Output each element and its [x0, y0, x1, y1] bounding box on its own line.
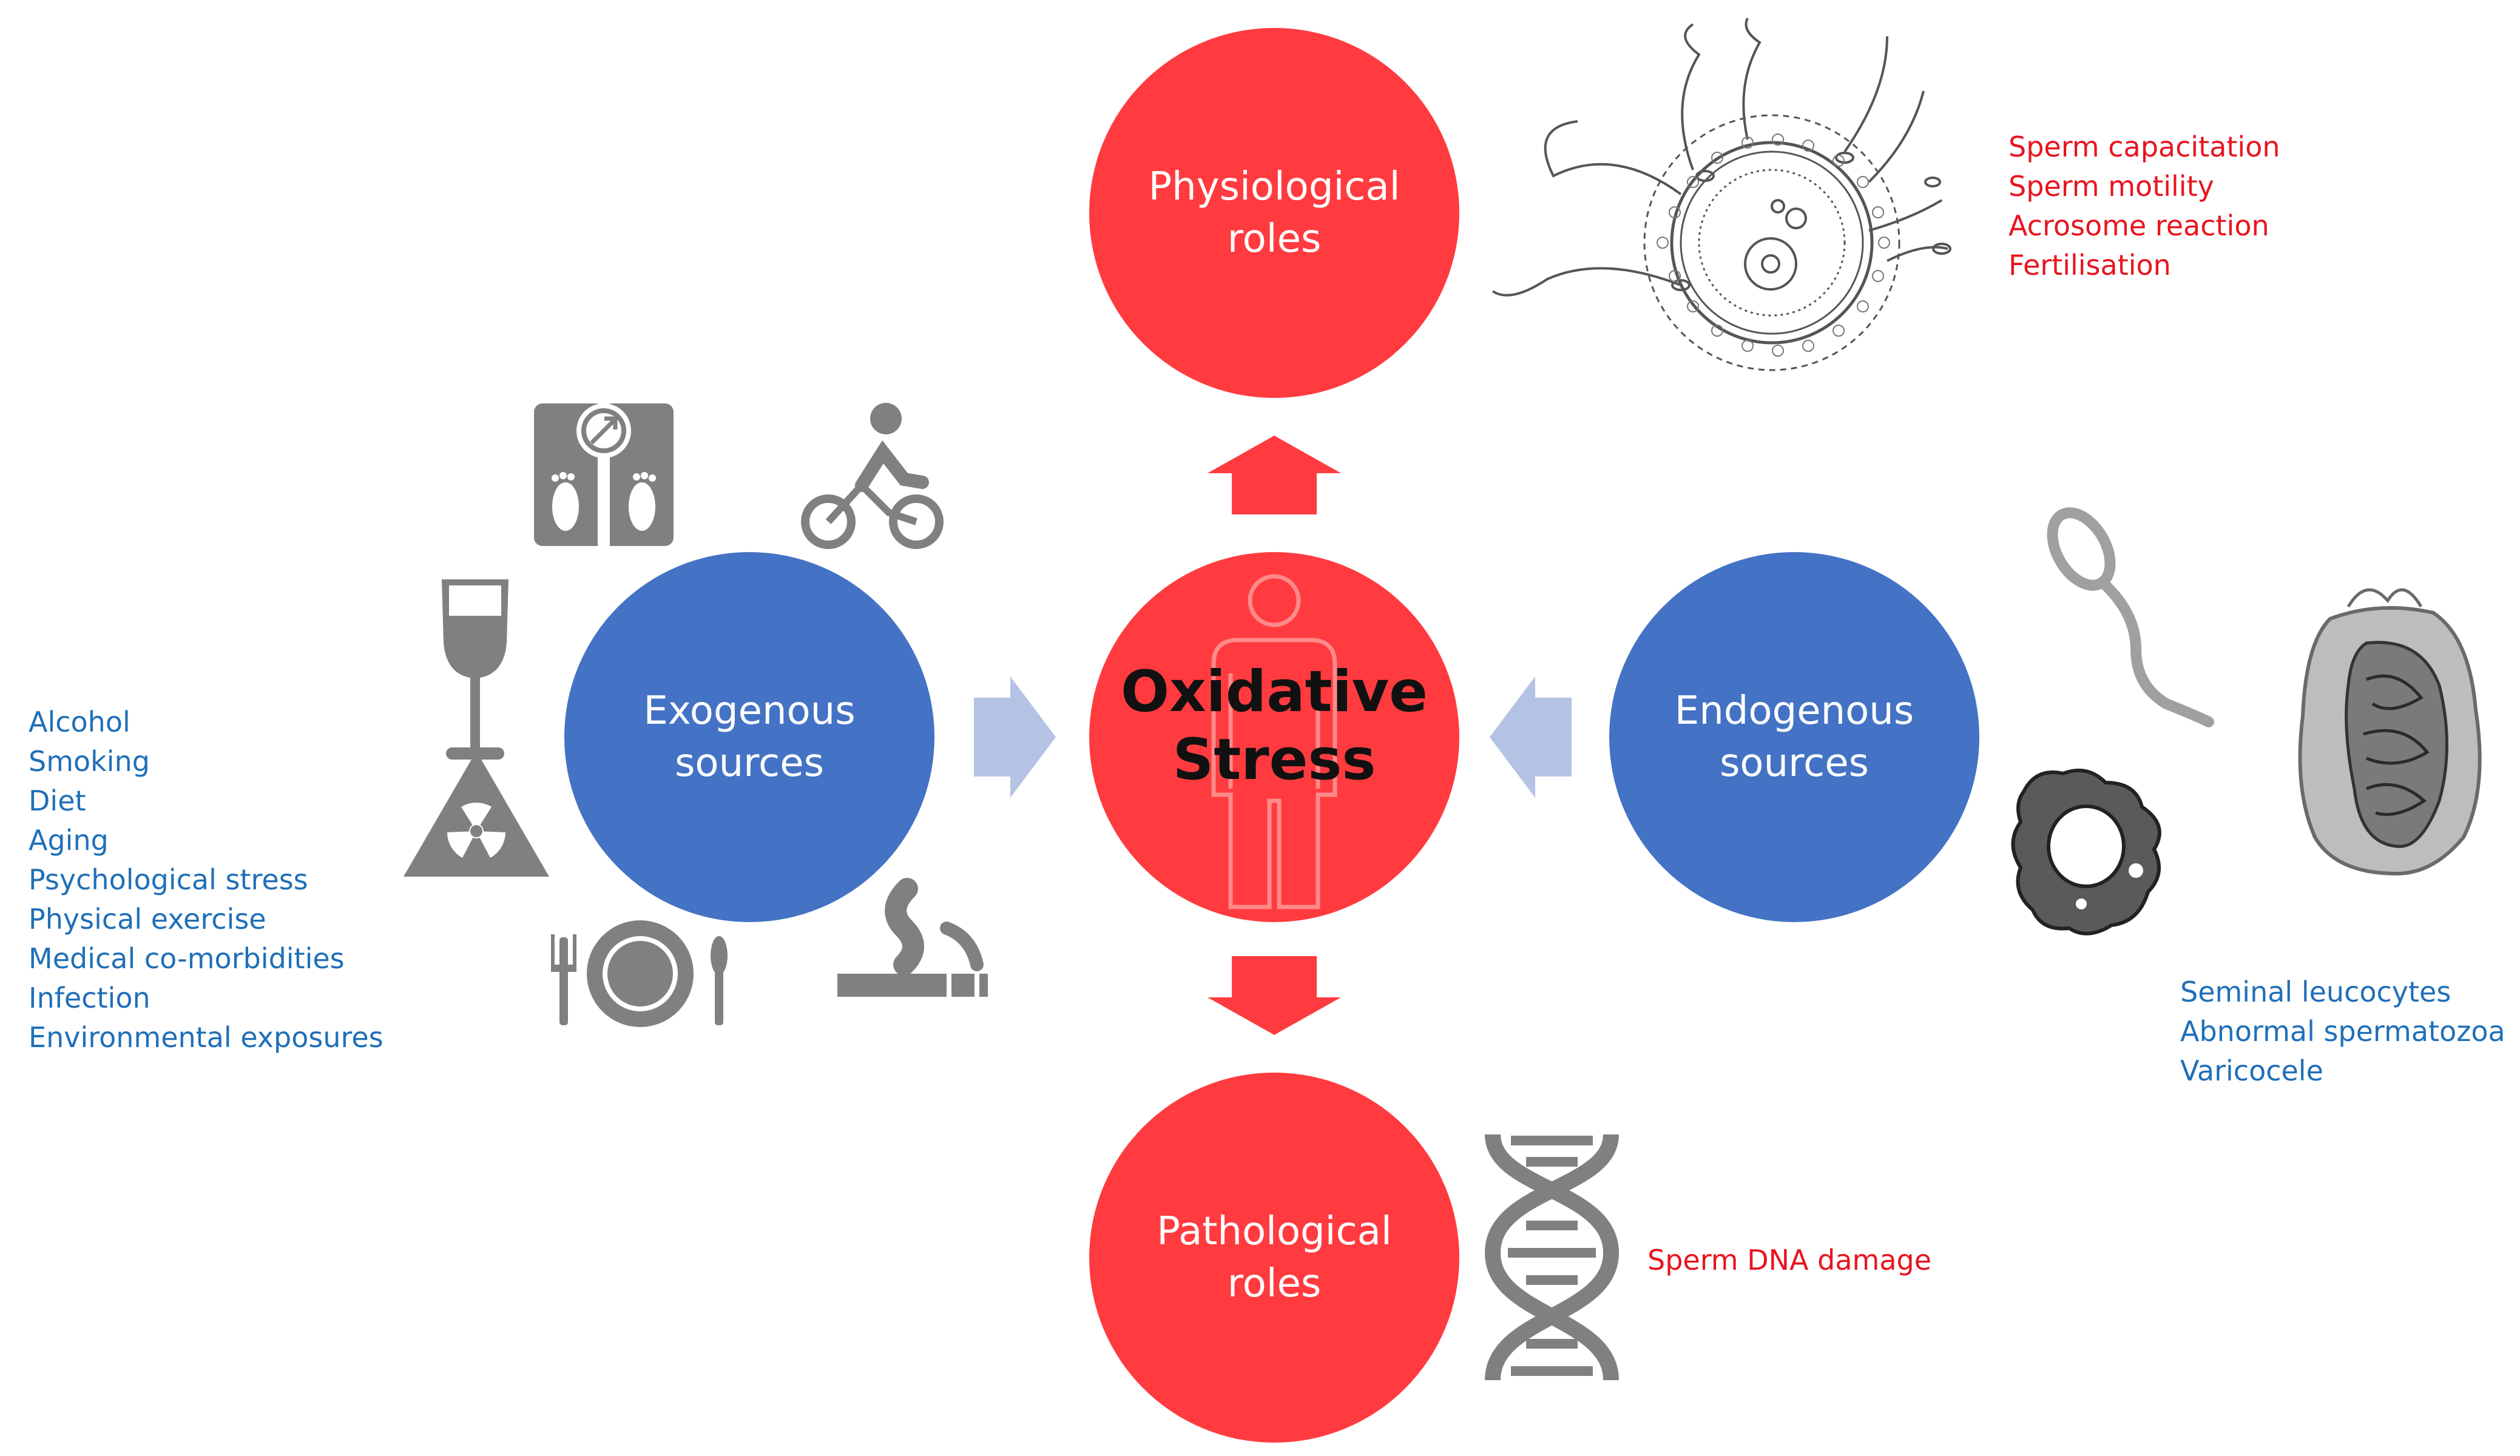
physiological-role-item: Fertilisation	[2008, 249, 2171, 281]
exogenous-source-item: Smoking	[29, 745, 150, 778]
exogenous-source-item: Alcohol	[29, 706, 130, 738]
arrow-down-icon	[1208, 956, 1341, 1035]
scale-icon	[534, 403, 674, 546]
exogenous-source-item: Physical exercise	[29, 903, 266, 935]
exogenous-source-item: Aging	[29, 824, 109, 857]
endogenous-source-item: Abnormal spermatozoa	[2180, 1015, 2505, 1048]
center-title-line1: Oxidative	[1121, 659, 1428, 725]
oxidative-stress-circle	[1089, 552, 1459, 922]
endogenous-line1: Endogenous	[1674, 689, 1914, 733]
exogenous-sources-circle: Exogenous sources	[564, 552, 934, 922]
pathological-line2: roles	[1227, 1261, 1322, 1306]
leucocyte-icon	[2011, 769, 2161, 935]
cigarette-icon	[837, 878, 988, 997]
cyclist-icon	[801, 403, 944, 549]
testis-icon	[2298, 588, 2482, 876]
radiation-icon	[404, 751, 549, 877]
pathological-line1: Pathological	[1157, 1209, 1392, 1254]
arrow-up-icon	[1208, 436, 1341, 514]
physiological-role-item: Acrosome reaction	[2008, 209, 2269, 242]
arrow-right-icon	[974, 676, 1056, 798]
wine-glass-icon	[442, 579, 508, 760]
exogenous-line2: sources	[675, 741, 824, 786]
endogenous-source-item: Seminal leucocytes	[2180, 976, 2451, 1008]
oxidative-stress-title: Oxidative Stress	[1086, 658, 1462, 794]
center-title-line2: Stress	[1172, 727, 1376, 793]
arrow-left-icon	[1490, 676, 1572, 798]
pathological-roles-list: Sperm DNA damage	[1647, 1241, 1931, 1280]
exogenous-source-item: Medical co-morbidities	[29, 942, 345, 975]
physiological-roles-circle: Physiological roles	[1089, 28, 1459, 398]
exogenous-source-item: Psychological stress	[29, 863, 308, 896]
physiological-role-item: Sperm motility	[2008, 170, 2214, 203]
sperm-icon	[2047, 507, 2214, 727]
physiological-line2: roles	[1227, 217, 1322, 261]
pathological-role-item: Sperm DNA damage	[1647, 1244, 1932, 1276]
plate-cutlery-icon	[551, 920, 728, 1027]
exogenous-source-item: Infection	[29, 982, 150, 1014]
exogenous-line1: Exogenous	[643, 689, 856, 733]
endogenous-line2: sources	[1720, 741, 1869, 786]
exogenous-source-item: Diet	[29, 784, 86, 817]
exogenous-source-item: Environmental exposures	[29, 1021, 383, 1054]
physiological-line1: Physiological	[1148, 164, 1400, 209]
endogenous-source-item: Varicocele	[2180, 1054, 2323, 1087]
endogenous-sources-circle: Endogenous sources	[1609, 552, 1979, 922]
physiological-role-item: Sperm capacitation	[2008, 130, 2280, 163]
pathological-roles-circle: Pathological roles	[1089, 1073, 1459, 1443]
